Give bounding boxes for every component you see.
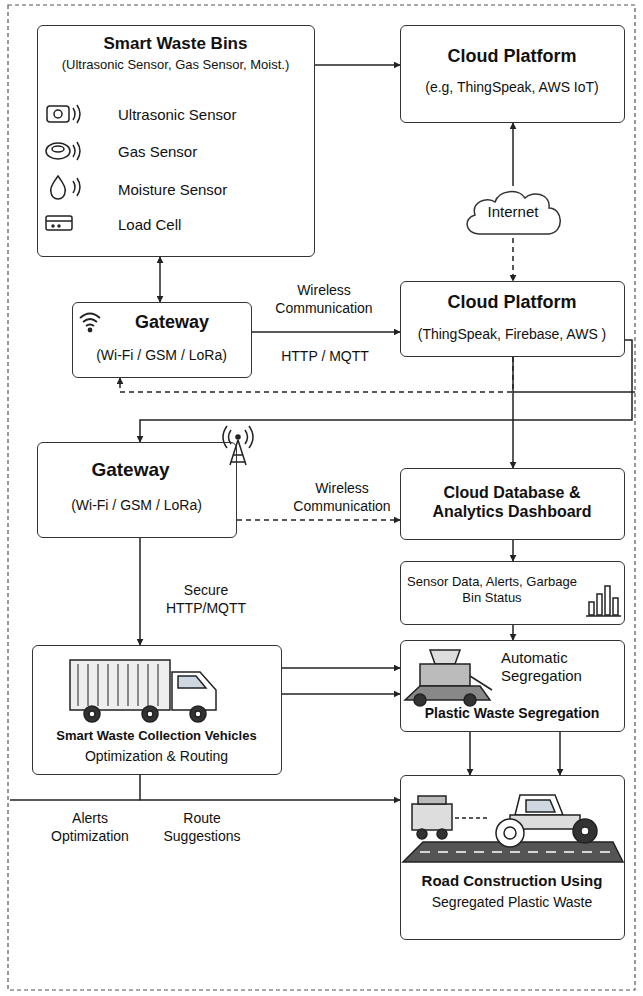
process-box: Gateway (Wi-Fi / GSM / LoRa) — [72, 302, 252, 378]
process-box: Cloud Platform (e.g, ThingSpeak, AWS IoT) — [400, 25, 625, 123]
connector-arrow — [252, 331, 400, 333]
process-box: Automatic SegregationPlastic Waste Segre… — [400, 640, 625, 732]
node-title: Sensor Data, Alerts, Garbage Bin Status — [407, 574, 577, 605]
road-machinery-icon — [403, 795, 623, 862]
node-title: Gateway — [95, 312, 249, 334]
node-text: Segregated Plastic Waste — [401, 894, 623, 911]
node-text: Ultrasonic Sensor — [118, 106, 308, 124]
process-box: Cloud Database & Analytics Dashboard — [400, 468, 625, 540]
node-text: Gas Sensor — [118, 143, 308, 161]
process-box: Smart Waste Collection VehiclesOptimizat… — [32, 645, 282, 775]
node-text: Plastic Waste Segregation — [401, 705, 623, 722]
node-text: (Wi-Fi / GSM / LoRa) — [73, 347, 250, 364]
connector-arrow — [559, 732, 561, 775]
connector-arrow — [512, 123, 514, 186]
connector-arrow — [159, 257, 161, 302]
edge-label: Wireless Communication — [268, 282, 380, 317]
bus-line — [10, 799, 140, 801]
connector-arrow — [140, 775, 400, 800]
node-text: (Ultrasonic Sensor, Gas Sensor, Moist.) — [58, 57, 293, 73]
node-text: Moisture Sensor — [118, 181, 308, 199]
node-title: Automatic Segregation — [501, 649, 621, 685]
edge-label: Wireless Communication — [286, 480, 398, 515]
wifi-icon — [80, 314, 100, 332]
process-box: Road Construction UsingSegregated Plasti… — [400, 775, 625, 940]
connector-arrow — [282, 667, 400, 669]
connector-arrow — [469, 732, 471, 775]
node-title: Cloud Platform — [401, 46, 623, 68]
connector-arrow — [315, 64, 400, 66]
node-title: Smart Waste Bins — [38, 34, 313, 54]
truck-icon — [70, 660, 216, 722]
node-text: (e.g, ThingSpeak, AWS IoT) — [401, 79, 623, 96]
connector-arrow — [512, 625, 514, 640]
cloud-node: Internet — [461, 186, 565, 238]
connector-arrow — [139, 538, 141, 645]
note-label: HTTP / MQTT — [268, 348, 382, 366]
note-label: Alerts Optimization — [38, 810, 142, 845]
connector-arrow — [237, 519, 400, 521]
load-cell-icon — [46, 216, 72, 230]
moisture-icon — [51, 176, 80, 199]
process-box: Cloud Platform (ThingSpeak, Firebase, AWS… — [400, 281, 625, 357]
node-text: Optimization & Routing — [33, 748, 280, 765]
segregation-machine-icon — [405, 650, 492, 706]
node-title: Cloud Database & Analytics Dashboard — [413, 483, 611, 521]
gas-icon — [46, 142, 80, 160]
bar-chart-icon — [586, 586, 621, 616]
edge-label: Secure HTTP/MQTT — [150, 582, 262, 617]
ultrasonic-icon — [47, 105, 80, 123]
node-title: Smart Waste Collection Vehicles — [33, 728, 280, 744]
note-label: Route Suggestions — [150, 810, 254, 845]
node-title: Gateway — [38, 459, 223, 482]
process-box: Gateway (Wi-Fi / GSM / LoRa) — [37, 442, 237, 538]
connector-arrow — [512, 540, 514, 561]
process-box: Sensor Data, Alerts, Garbage Bin Status — [400, 561, 625, 625]
node-text: (ThingSpeak, Firebase, AWS ) — [401, 326, 623, 343]
bus-line — [513, 391, 635, 393]
tower-icon — [223, 426, 253, 465]
connector-arrow — [282, 693, 400, 695]
node-text: Load Cell — [118, 216, 308, 234]
node-title: Road Construction Using — [401, 872, 623, 890]
frame-border — [8, 5, 635, 990]
process-box: Smart Waste Bins (Ultrasonic Sensor, Gas … — [37, 25, 315, 257]
node-text: (Wi-Fi / GSM / LoRa) — [38, 497, 235, 514]
node-title: Cloud Platform — [401, 292, 623, 314]
connector-arrow — [512, 238, 514, 281]
node-title: Internet — [461, 203, 565, 221]
connector-arrow — [512, 357, 514, 468]
